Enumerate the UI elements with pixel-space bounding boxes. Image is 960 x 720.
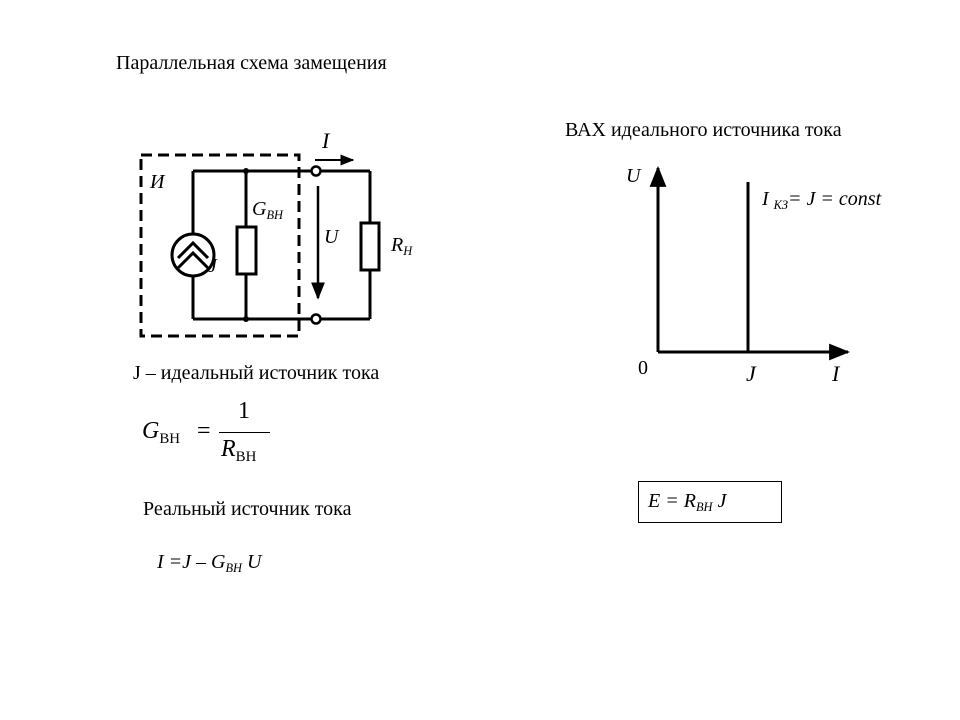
formula-e-box	[638, 481, 782, 523]
formula-g-lhs-sub: BH	[159, 431, 181, 448]
formula-g-denominator: RBH	[221, 436, 257, 466]
current-label: I	[322, 128, 330, 153]
formula-g-den-main: R	[221, 436, 236, 462]
formula-g-fraction-line	[219, 432, 270, 434]
graph-j-tick-label: J	[746, 361, 756, 386]
formula-g-numerator: 1	[238, 398, 250, 424]
graph-line-label: I КЗ= J = const	[762, 188, 882, 213]
graph-y-axis-label: U	[626, 165, 641, 187]
source-j-label: J	[208, 255, 217, 277]
formula-g-lhs: GBH	[142, 418, 181, 448]
conductance-label-sub: ВН	[266, 208, 283, 223]
formula-g-lhs-main: G	[142, 418, 160, 444]
formula-current: I =J – GВН U	[157, 551, 262, 576]
internal-conductance-resistor	[235, 225, 258, 276]
load-label: RН	[391, 234, 413, 259]
terminal-top	[310, 165, 322, 177]
graph-origin-label: 0	[638, 357, 648, 379]
source-block-label: И	[150, 171, 165, 193]
load-label-main: R	[391, 234, 404, 256]
graph-line-label-main: I	[762, 188, 774, 210]
conductance-label-main: G	[252, 198, 267, 220]
load-label-sub: Н	[403, 244, 413, 259]
vah-title: ВАХ идеального источника тока	[565, 119, 842, 141]
graph-line-label-rest: = J = const	[788, 188, 882, 210]
source-description: J – идеальный источник тока	[133, 362, 380, 384]
formula-e-sub: ВН	[695, 500, 713, 515]
real-source-label: Реальный источник тока	[143, 498, 352, 520]
voltage-label: U	[324, 226, 339, 248]
conductance-label: GВН	[252, 198, 283, 223]
graph-line-label-sub: КЗ	[773, 198, 789, 213]
current-source-symbol	[170, 232, 216, 278]
source-boundary-dashed	[139, 153, 301, 338]
formula-g-equals: =	[197, 418, 211, 444]
formula-e-part2: J	[712, 490, 727, 512]
load-resistor	[359, 221, 381, 272]
formula-current-part2: U	[242, 551, 262, 573]
slide-title: Параллельная схема замещения	[116, 52, 387, 74]
formula-g-den-sub: BH	[235, 449, 257, 466]
graph-x-axis-label: I	[832, 361, 840, 386]
formula-current-sub: ВН	[225, 561, 243, 576]
terminal-bottom	[310, 313, 322, 325]
junction-dot-top	[243, 168, 249, 174]
formula-current-part1: I =J – G	[157, 551, 226, 573]
circuit-wires	[191, 169, 372, 321]
junction-dot-bottom	[243, 316, 249, 322]
formula-e: E = RВН J	[648, 490, 727, 515]
formula-e-part1: E = R	[648, 490, 696, 512]
